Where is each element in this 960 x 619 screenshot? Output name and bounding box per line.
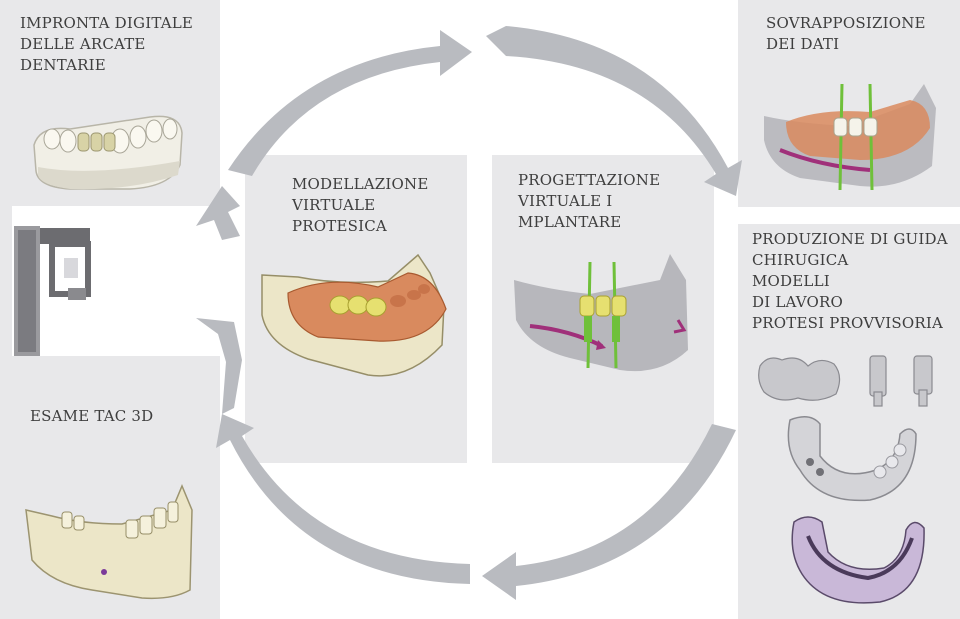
label-modellazione-line: MODELLAZIONE (292, 175, 429, 193)
ct-scanner-icon (14, 226, 91, 356)
label-impronta-line: IMPRONTA DIGITALE (20, 14, 194, 32)
implant-icon (514, 254, 688, 372)
label-sovrapposizione-line: DEI DATI (766, 35, 840, 53)
label-progettazione-line: MPLANTARE (518, 213, 622, 231)
label-produzione-line: DI LAVORO (752, 293, 844, 311)
label-progettazione: PROGETTAZIONE VIRTUALE I MPLANTARE (518, 170, 660, 233)
label-produzione-line: PROTESI PROVVISORIA (752, 314, 944, 332)
arrow-top-left (228, 30, 472, 176)
label-impronta-line: DENTARIE (20, 56, 106, 74)
label-modellazione-line: VIRTUALE (292, 196, 376, 214)
label-esame: ESAME TAC 3D (30, 406, 153, 427)
label-modellazione-line: PROTESICA (292, 217, 387, 235)
label-produzione-line: MODELLI (752, 272, 830, 290)
label-produzione-line: PRODUZIONE DI GUIDA (752, 230, 948, 248)
surgical-guide-violet-icon (791, 516, 925, 604)
arrow-left-lower (196, 318, 242, 414)
label-produzione-line: CHIRUGICA (752, 251, 849, 269)
label-sovrapposizione-line: SOVRAPPOSIZIONE (766, 14, 926, 32)
arrow-top-right (486, 26, 742, 196)
panel-scanner (0, 206, 12, 356)
label-impronta-line: DELLE ARCATE (20, 35, 146, 53)
dental-cast-icon (33, 115, 183, 190)
overlay-icon (764, 83, 936, 191)
arrow-left-upper (196, 186, 240, 240)
surgical-guide-icon (787, 416, 917, 502)
label-progettazione-line: VIRTUALE I (518, 192, 613, 210)
label-modellazione: MODELLAZIONE VIRTUALE PROTESICA (292, 174, 429, 237)
crowns-icon (758, 355, 933, 407)
mandible-icon (25, 484, 193, 600)
arrow-bottom-left (216, 414, 470, 584)
label-produzione: PRODUZIONE DI GUIDA CHIRUGICA MODELLI DI… (752, 229, 948, 334)
label-sovrapposizione: SOVRAPPOSIZIONE DEI DATI (766, 13, 926, 55)
label-progettazione-line: PROGETTAZIONE (518, 171, 661, 189)
label-impronta: IMPRONTA DIGITALE DELLE ARCATE DENTARIE (20, 13, 193, 76)
arrow-bottom-right (482, 424, 736, 600)
prosthetic-model-icon (261, 253, 447, 377)
label-esame-line: ESAME TAC 3D (30, 407, 154, 425)
